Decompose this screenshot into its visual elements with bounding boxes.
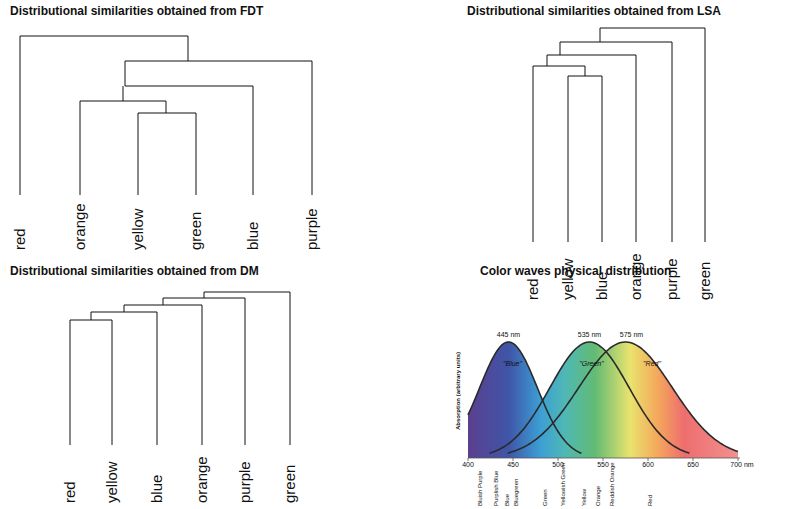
curve-label: "Red" [643, 360, 661, 368]
panel-title: Color waves physical distribution [480, 265, 671, 278]
axis-tick [738, 458, 739, 461]
axis-tick [693, 458, 694, 461]
leaf-label: red [62, 481, 79, 503]
leaf-label: yellow [104, 461, 121, 503]
curve-label: "Green" [579, 360, 603, 368]
color-name: Yellowish Green [560, 463, 567, 506]
axis-tick [648, 458, 649, 461]
curve-label: "Blue" [503, 360, 522, 368]
axis-tick [558, 458, 559, 461]
dendrogram-dm [70, 292, 290, 445]
tick-label: 650 [687, 461, 699, 469]
absorption-curve [490, 342, 690, 453]
axis-tick [603, 458, 604, 461]
absorption-chart [468, 342, 740, 461]
leaf-label: red [525, 278, 542, 300]
panel-title: Distributional similarities obtained fro… [467, 5, 721, 18]
panel-title: Distributional similarities obtained fro… [10, 5, 263, 18]
leaf-label: orange [194, 456, 211, 503]
color-name: Blue [504, 494, 511, 506]
leaf-label: green [697, 262, 714, 300]
peak-label: 535 nm [578, 331, 601, 339]
leaf-label: blue [149, 475, 166, 503]
tick-label: 550 [597, 461, 609, 469]
color-name: Bluish Purple [477, 471, 484, 506]
axis-tick [468, 458, 469, 461]
leaf-label: purple [304, 208, 321, 250]
peak-label: 445 nm [497, 331, 520, 339]
leaf-label: blue [245, 222, 262, 250]
absorption-curve [468, 342, 581, 453]
leaf-label: yellow [130, 208, 147, 250]
axis-tick [513, 458, 514, 461]
color-name: Reddish Orange [609, 462, 616, 506]
panel-title: Distributional similarities obtained fro… [10, 265, 259, 278]
dendrogram-lsa [533, 28, 705, 242]
peak-label: 575 nm [620, 331, 643, 339]
color-name: Yellow [581, 489, 588, 506]
absorption-curve [508, 342, 738, 453]
tick-label: 700 nm [730, 461, 753, 469]
axis-title: Absorption (arbitrary units) [455, 352, 462, 430]
color-name: Green [542, 489, 549, 506]
leaf-label: orange [72, 203, 89, 250]
tick-label: 400 [462, 461, 474, 469]
leaf-label: red [12, 228, 29, 250]
leaf-label: purple [237, 461, 254, 503]
leaf-label: green [188, 212, 205, 250]
tick-label: 600 [642, 461, 654, 469]
color-name: Red [647, 495, 654, 506]
spectrum-fill [468, 342, 738, 458]
color-name: Orange [595, 486, 602, 506]
dendrogram-fdt [20, 36, 312, 195]
tick-label: 450 [507, 461, 519, 469]
color-name: Purplish Blue [493, 471, 500, 506]
leaf-label: green [282, 465, 299, 503]
color-name: Bluegreen [513, 479, 520, 506]
